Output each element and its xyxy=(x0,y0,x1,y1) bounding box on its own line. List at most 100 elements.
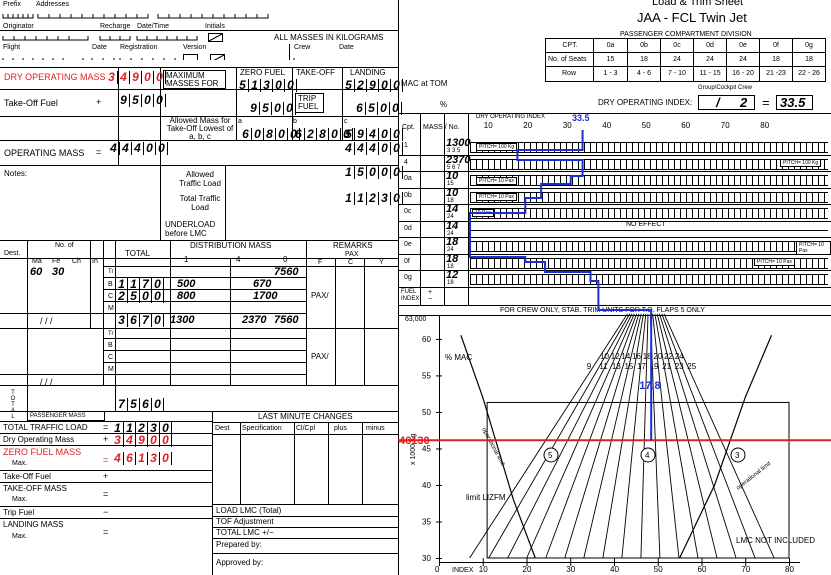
addresses-label: Addresses xyxy=(36,1,70,8)
letter-c: C xyxy=(108,293,114,300)
tom-max-label: Max. xyxy=(12,496,28,503)
lmc-title: LAST MINUTE CHANGES xyxy=(258,412,353,421)
trip-fuel-label: TRIP FUEL xyxy=(298,94,319,111)
seats-5: 18 xyxy=(772,56,780,63)
ldm-max-label: Max. xyxy=(12,533,28,540)
c-label: c xyxy=(344,118,348,125)
a-label: a xyxy=(238,118,242,125)
cpt-header-4: 0d xyxy=(706,42,714,49)
takeoff-fuel-label: Take-Off Fuel xyxy=(4,98,58,108)
b-dist-1: 500 xyxy=(177,278,196,290)
doi-value: 33.5 xyxy=(780,95,806,110)
seats-1: 18 xyxy=(640,56,648,63)
pitch-label-1: PITCH= 100 Kg xyxy=(780,159,822,167)
trim-sub-5: 24 xyxy=(447,230,454,237)
trim-cpt-2: 0a xyxy=(404,175,412,182)
trim-row-line xyxy=(398,204,831,205)
letter-c-2: C xyxy=(108,354,114,361)
plus-sign-2: + xyxy=(103,434,109,444)
doi-tick-60: 60 xyxy=(681,121,691,130)
b-label: b xyxy=(293,118,297,125)
prefix-label: Prefix xyxy=(3,1,21,8)
cpt-header-6: 0f xyxy=(773,42,779,49)
total-vertical-label: T O T A L xyxy=(10,390,16,420)
trim-sub-4: 24 xyxy=(447,214,454,220)
passenger-mass-label: PASSENGER MASS xyxy=(30,413,86,419)
crew-label: Crew xyxy=(294,44,311,51)
col-in: In xyxy=(92,258,98,265)
doi-tick-50: 50 xyxy=(641,121,651,130)
dry-operating-mass-label: DRY OPERATING MASS xyxy=(4,72,106,82)
registration-label: Registration xyxy=(120,44,158,51)
trim-sub-3: 18 xyxy=(447,197,454,204)
row-total-0: 7560 xyxy=(274,314,299,326)
doi-slash: / xyxy=(716,95,720,110)
pax-col-c: C xyxy=(348,259,354,266)
group-crew-label: Group/Cockpit Crew xyxy=(698,85,753,91)
plus-sign-3: + xyxy=(103,471,109,481)
pitch-label-3: PITCH= 10 Pax xyxy=(476,193,517,201)
tof-label: Take-Off Fuel xyxy=(3,472,51,481)
doi-tick-30: 30 xyxy=(562,121,572,130)
trim-mass-5: 14 xyxy=(446,219,459,232)
underload-label: UNDERLOAD before LMC xyxy=(165,220,216,238)
rows-4: 16 - 20 xyxy=(732,70,754,77)
cpt-header-2: 0b xyxy=(640,42,648,49)
pitch-label-5: PITCH= 10 Pax xyxy=(796,241,831,255)
lmc-col-plus: plus xyxy=(334,425,347,432)
equals-sign-1: = xyxy=(96,147,102,157)
distribution-mass-label: DISTRIBUTION MASS xyxy=(190,241,272,250)
pitch-label-6: PITCH= 10 Pax xyxy=(754,258,795,266)
tr-value: 7560 xyxy=(274,266,299,278)
equals-sign-5: = xyxy=(103,527,109,537)
trim-row-line xyxy=(398,286,831,288)
mac-at-tom-label: MAC at TOM xyxy=(401,79,448,88)
trim-sub-0: 3 3 5 xyxy=(447,148,461,154)
b-dist-4: 670 xyxy=(253,278,272,290)
datetime-label: Date/Time xyxy=(137,23,170,30)
trim-cpt-1: 4 xyxy=(404,158,408,166)
sheet-title-1: Load & Trim Sheet xyxy=(652,0,744,8)
dest-label: Dest. xyxy=(4,250,21,257)
allowed-mass-label: Allowed Mass for Take-Off Lowest of a, b… xyxy=(166,116,234,141)
trim-cpt-8: 0g xyxy=(404,274,412,281)
plus-minus: +− xyxy=(428,289,433,303)
seats-label: No. of Seats xyxy=(548,56,587,63)
initials-label: Initials xyxy=(205,23,225,30)
minus-sign: − xyxy=(103,507,109,517)
dist-col-1: 1 xyxy=(184,255,189,264)
trim-cpt-0: 1 xyxy=(404,142,408,149)
slashes-2: / / / xyxy=(40,377,53,387)
trim-mass-4: 14 xyxy=(446,203,459,215)
trim-scale-8 xyxy=(470,274,828,285)
fuel-index-label: FUEL INDEX xyxy=(401,289,420,302)
flight-label: Flight xyxy=(3,44,21,51)
landing-label: LANDING xyxy=(350,68,386,77)
passenger-mass-box: PASSENGER MASS xyxy=(27,411,105,421)
trim-scale-2 xyxy=(470,175,828,186)
trim-sub-2: 15 xyxy=(447,181,454,187)
dry-op-label: Dry Operating Mass xyxy=(3,435,75,444)
date-label: Date xyxy=(92,44,107,51)
total-traffic-label-top: Total Traffic Load xyxy=(179,194,221,212)
trim-row-line xyxy=(398,220,831,222)
pitch-label-2: PITCH= 10 Pax xyxy=(476,177,517,185)
recharge-label: Recharge xyxy=(100,23,131,30)
plus-sign-1: + xyxy=(96,97,102,107)
rows-6: 22 - 26 xyxy=(798,70,820,77)
trim-scale-4 xyxy=(470,208,828,219)
trim-cpt-5: 0d xyxy=(404,224,412,232)
no-effect-label: NO EFFECT xyxy=(626,221,666,228)
crew-note: FOR CREW ONLY, STAB. TRIM UNITS FOR T.O.… xyxy=(500,307,705,314)
